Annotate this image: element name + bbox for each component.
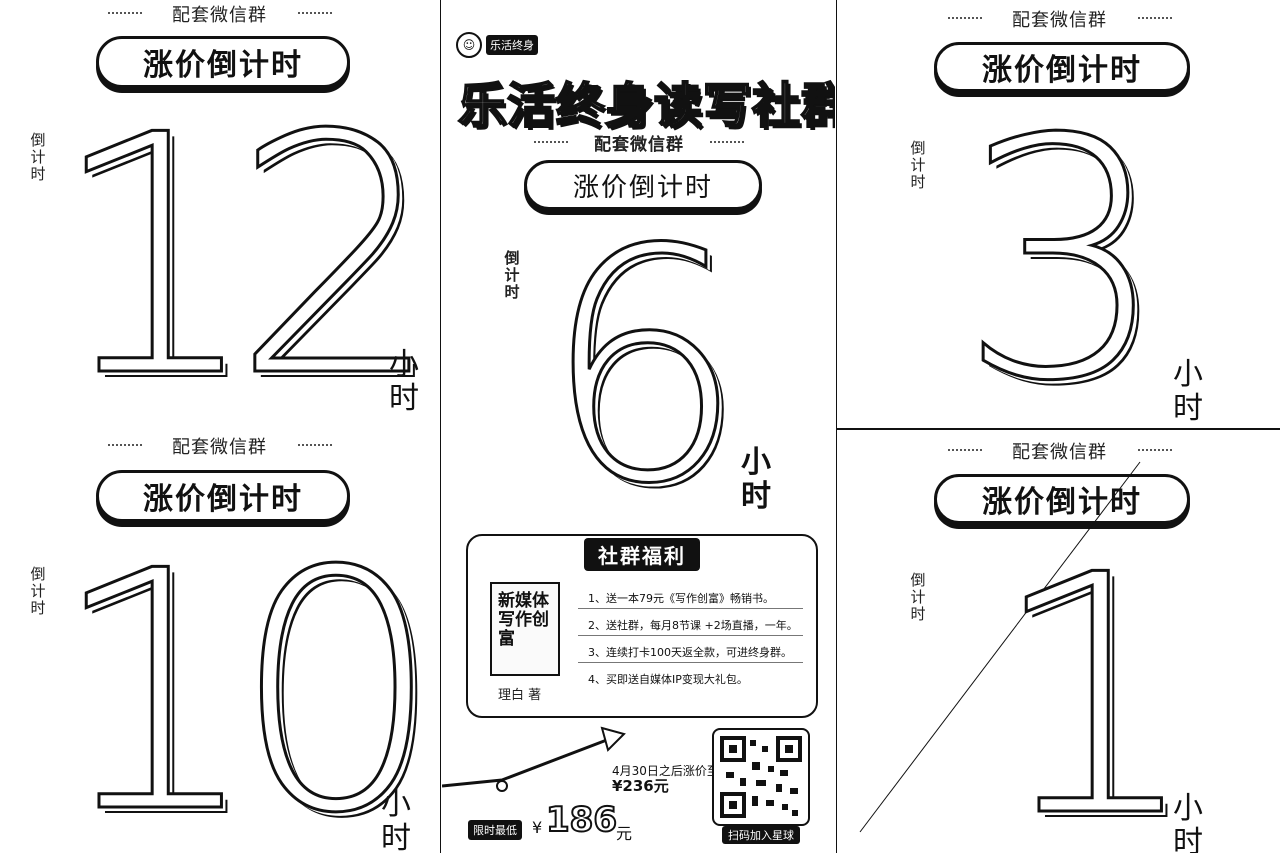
countdown-pill: 涨价倒计时 <box>934 42 1190 92</box>
decor-ray-icon <box>859 461 1141 833</box>
countdown-number: 3 <box>957 69 1170 428</box>
price-original: 4月30日之后涨价至¥236元 <box>612 764 719 795</box>
countdown-vertical-label: 倒计时 <box>910 571 926 623</box>
price-promo-label: 限时最低 <box>468 820 522 840</box>
poster-bottom-right: 配套微信群 涨价倒计时 倒计时 1 小时 <box>840 432 1280 853</box>
subtitle: 配套微信群 <box>172 437 267 458</box>
countdown-pill: 涨价倒计时 <box>96 36 350 88</box>
countdown-pill: 涨价倒计时 <box>934 474 1190 524</box>
decor-dash <box>948 449 982 451</box>
decor-dash <box>298 12 332 14</box>
unit-label: 小时 <box>381 787 411 853</box>
benefit-item: 3、连续打卡100天返全款，可进终身群。 <box>588 646 792 659</box>
qr-code[interactable] <box>712 728 810 826</box>
benefit-separator <box>578 608 803 609</box>
benefit-separator <box>578 662 803 663</box>
countdown-vertical-label: 倒计时 <box>504 249 520 301</box>
countdown-vertical-label: 倒计时 <box>30 565 46 617</box>
unit-label: 小时 <box>389 347 419 416</box>
book-author: 理白 著 <box>498 688 542 703</box>
decor-dash <box>1138 449 1172 451</box>
decor-dash <box>108 12 142 14</box>
benefit-separator <box>578 635 803 636</box>
qr-caption: 扫码加入星球 <box>722 826 800 844</box>
countdown-pill: 涨价倒计时 <box>524 160 762 210</box>
price-promo: 186 <box>545 799 618 841</box>
page-title: 乐活终身读写社群 <box>457 77 835 135</box>
poster-center: ☺ 乐活终身 乐活终身读写社群 配套微信群 涨价倒计时 倒计时 6 小时 社群福… <box>442 0 835 853</box>
price-currency: ¥ <box>532 818 543 837</box>
countdown-number: 12 <box>49 65 438 428</box>
benefits-tag: 社群福利 <box>584 538 700 571</box>
poster-top-right: 配套微信群 涨价倒计时 倒计时 3 小时 <box>840 0 1280 427</box>
decor-dash <box>710 141 744 143</box>
decor-dash <box>108 444 142 446</box>
decor-dash <box>948 17 982 19</box>
countdown-vertical-label: 倒计时 <box>910 139 926 191</box>
subtitle: 配套微信群 <box>1012 442 1107 463</box>
unit-label: 小时 <box>1173 357 1203 426</box>
subtitle: 配套微信群 <box>1012 10 1107 31</box>
divider-left <box>440 0 441 853</box>
unit-label: 小时 <box>1173 791 1203 853</box>
brand-mark-icon: ☺ <box>456 32 482 58</box>
benefit-item: 4、买即送自媒体IP变现大礼包。 <box>588 673 748 686</box>
qr-code-icon <box>720 736 802 818</box>
subtitle: 配套微信群 <box>172 5 267 26</box>
decor-dash <box>298 444 332 446</box>
poster-bottom-left: 配套微信群 涨价倒计时 倒计时 10 小时 <box>0 432 438 853</box>
subtitle: 配套微信群 <box>594 135 684 155</box>
book-title-line: 新媒体 <box>498 591 549 611</box>
book-cover: 新媒体 写作创富 <box>490 582 560 676</box>
price-unit: 元 <box>616 824 633 843</box>
countdown-number: 1 <box>989 505 1202 853</box>
countdown-number: 10 <box>49 501 438 853</box>
decor-dash <box>534 141 568 143</box>
unit-label: 小时 <box>741 445 771 514</box>
book-title-line: 写作创富 <box>498 610 549 649</box>
countdown-number: 6 <box>541 182 748 554</box>
decor-dash <box>1138 17 1172 19</box>
countdown-vertical-label: 倒计时 <box>30 131 46 183</box>
growth-arrow-icon <box>442 726 626 792</box>
countdown-pill: 涨价倒计时 <box>96 470 350 522</box>
benefit-item: 1、送一本79元《写作创富》畅销书。 <box>588 592 774 605</box>
benefit-item: 2、送社群，每月8节课 +2场直播，一年。 <box>588 619 798 632</box>
brand-logo: ☺ 乐活终身 <box>456 32 538 58</box>
divider-right <box>836 0 837 853</box>
poster-top-left: 配套微信群 涨价倒计时 倒计时 12 小时 <box>0 0 438 428</box>
divider-horizontal-right <box>836 428 1280 430</box>
brand-logo-text: 乐活终身 <box>486 35 538 55</box>
